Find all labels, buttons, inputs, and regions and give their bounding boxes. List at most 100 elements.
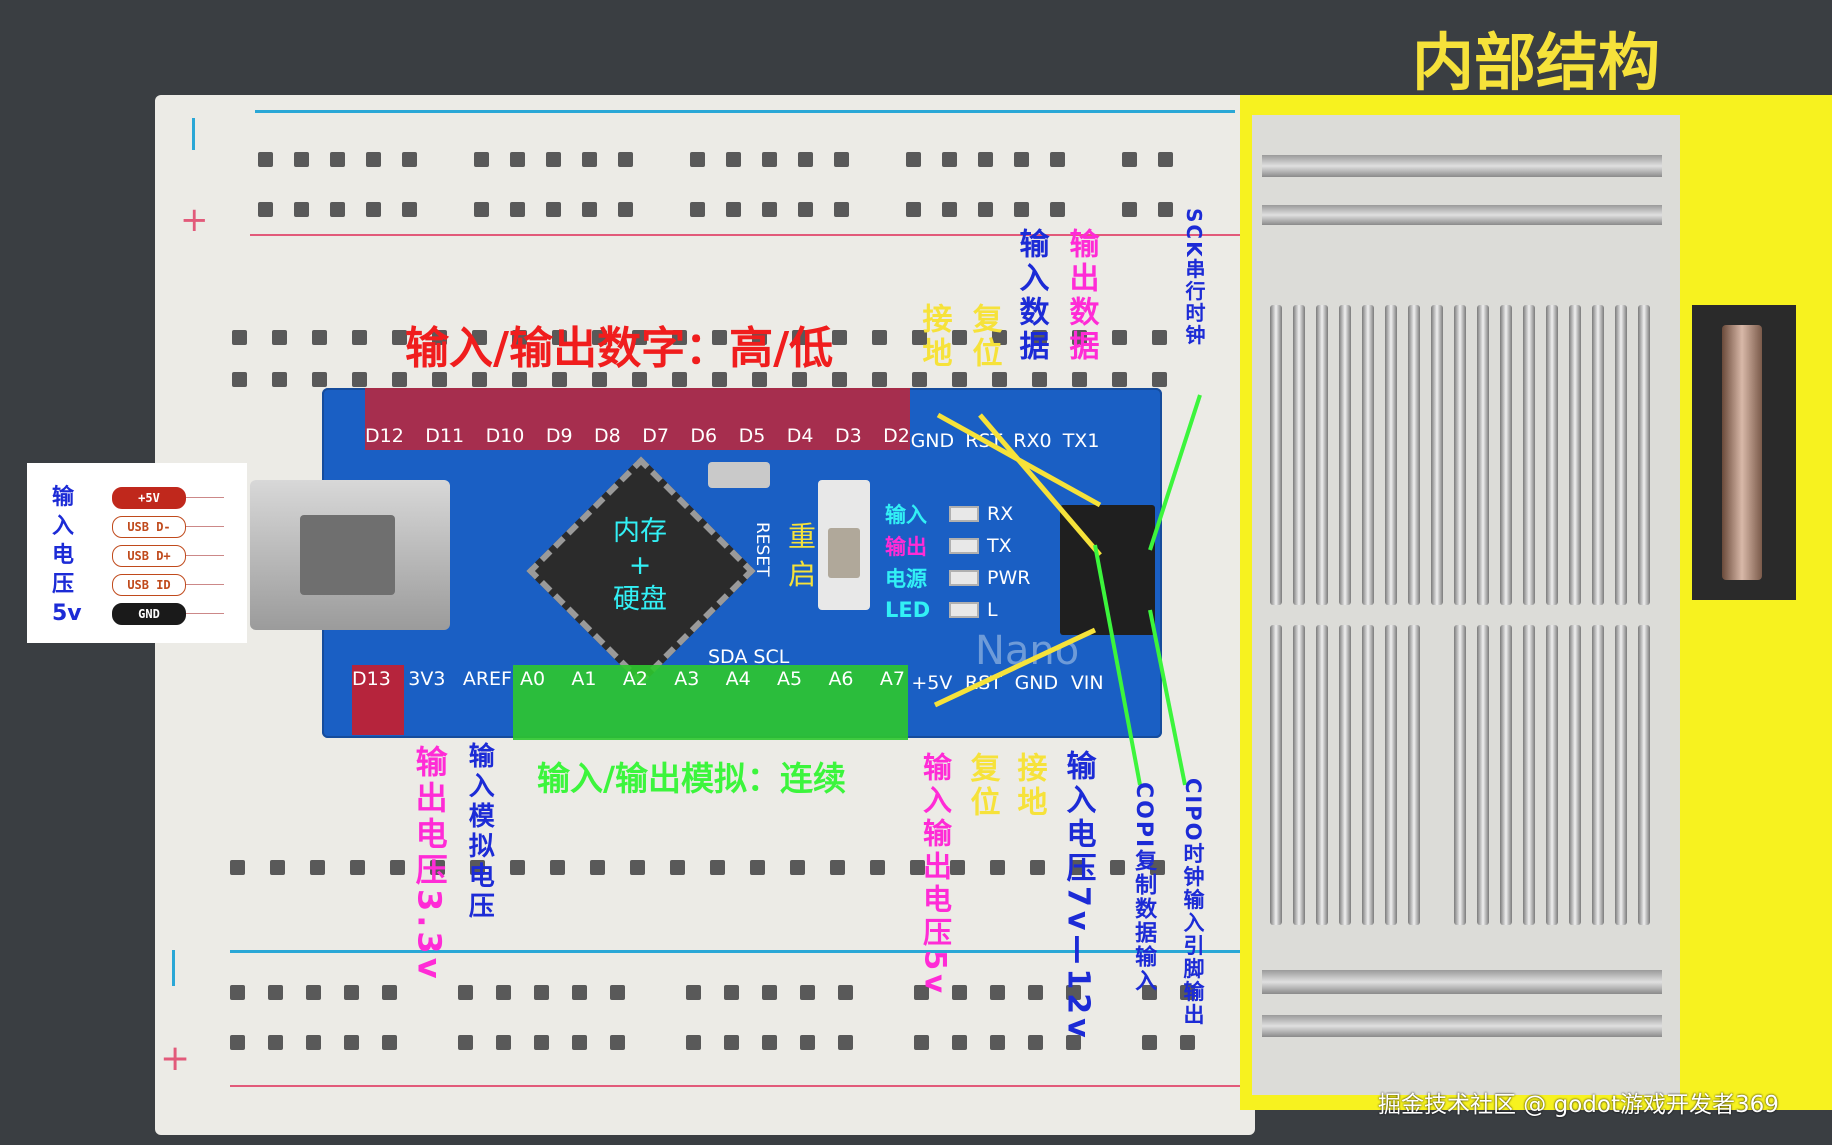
breadboard-hole xyxy=(912,372,927,387)
label-out-3v3: 输出电压3.3v xyxy=(410,745,449,983)
reset-button-label: 重启 xyxy=(788,520,817,591)
metal-strip xyxy=(1592,625,1604,925)
breadboard-hole xyxy=(582,152,597,167)
breadboard-hole xyxy=(832,330,847,345)
breadboard-hole xyxy=(872,330,887,345)
breadboard-hole xyxy=(726,152,741,167)
metal-strip xyxy=(1270,305,1282,605)
breadboard-hole xyxy=(458,1035,473,1050)
label-vin: 输入电压7v—12v xyxy=(1060,750,1096,1042)
breadboard-hole xyxy=(268,1035,283,1050)
breadboard-hole xyxy=(230,860,245,875)
label-tx-data: 输出数据 xyxy=(1063,228,1099,364)
breadboard-hole xyxy=(592,372,607,387)
breadboard-hole xyxy=(572,1035,587,1050)
plus-sign-top: + xyxy=(180,200,209,240)
power-rail-top-blue-line xyxy=(255,110,1235,113)
page-title: 内部结构 xyxy=(1412,26,1661,99)
bottom-left-pin-label-0: D13 xyxy=(352,668,391,690)
breadboard-hole xyxy=(1142,1035,1157,1050)
breadboard-hole xyxy=(306,985,321,1000)
breadboard-hole xyxy=(618,152,633,167)
analog-pin-label-4: A4 xyxy=(725,668,751,690)
breadboard-hole xyxy=(978,202,993,217)
breadboard-hole xyxy=(618,202,633,217)
breadboard-hole xyxy=(312,372,327,387)
breadboard-hole xyxy=(686,1035,701,1050)
power-rail-bottom-red-line xyxy=(230,1085,1240,1087)
label-copi: COPI复制数据输入 xyxy=(1131,782,1157,994)
led-en-label: L xyxy=(987,599,998,621)
usb-pin-row: USB ID xyxy=(112,570,224,599)
breadboard-hole xyxy=(366,152,381,167)
breadboard-hole xyxy=(230,985,245,1000)
top-right-pin-label-2: RX0 xyxy=(1013,430,1052,452)
breadboard-hole xyxy=(750,860,765,875)
metal-strip xyxy=(1293,625,1305,925)
breadboard-hole xyxy=(432,372,447,387)
breadboard-hole xyxy=(952,1035,967,1050)
breadboard-hole xyxy=(510,202,525,217)
label-analog-in: 输入模拟电压 xyxy=(464,742,495,922)
digital-pin-band xyxy=(365,388,910,450)
breadboard-hole xyxy=(402,202,417,217)
breadboard-hole xyxy=(552,330,567,345)
breadboard-hole xyxy=(382,985,397,1000)
breadboard-hole xyxy=(258,152,273,167)
breadboard-hole xyxy=(792,372,807,387)
breadboard-hole xyxy=(344,1035,359,1050)
breadboard-hole xyxy=(352,372,367,387)
breadboard-hole xyxy=(950,860,965,875)
breadboard-hole xyxy=(762,202,777,217)
breadboard-hole xyxy=(512,330,527,345)
breadboard-hole xyxy=(306,1035,321,1050)
breadboard-hole xyxy=(496,1035,511,1050)
breadboard-hole xyxy=(1050,202,1065,217)
breadboard-hole xyxy=(496,985,511,1000)
metal-strip xyxy=(1546,305,1558,605)
led-en-label: RX xyxy=(987,503,1014,525)
breadboard-hole xyxy=(710,860,725,875)
label-rst-bottom: 复位 xyxy=(964,752,1000,820)
metal-strip xyxy=(1569,625,1581,925)
breadboard-hole xyxy=(1072,372,1087,387)
metal-strip xyxy=(1500,625,1512,925)
breadboard-hole xyxy=(430,860,445,875)
breadboard-hole xyxy=(992,372,1007,387)
breadboard-hole xyxy=(942,202,957,217)
breadboard-hole xyxy=(232,372,247,387)
breadboard-hole xyxy=(294,152,309,167)
metal-strip xyxy=(1500,305,1512,605)
breadboard-hole xyxy=(834,202,849,217)
bottom-right-pin-label-2: GND xyxy=(1014,672,1059,694)
breadboard-hole xyxy=(272,330,287,345)
usb-pin-row: +5V xyxy=(112,483,224,512)
bottom-left-pin-label-2: AREF xyxy=(462,668,512,690)
breadboard-hole xyxy=(800,1035,815,1050)
breadboard-hole xyxy=(592,330,607,345)
digital-pin-label-7: D5 xyxy=(738,425,766,447)
label-sck: SCK串行时钟 xyxy=(1182,208,1206,347)
breadboard-hole xyxy=(432,330,447,345)
breadboard-hole xyxy=(632,372,647,387)
digital-pin-label-8: D4 xyxy=(786,425,814,447)
metal-strip xyxy=(1408,625,1420,925)
analog-pin-label-0: A0 xyxy=(520,668,546,690)
metal-strip xyxy=(1385,305,1397,605)
digital-pin-label-6: D6 xyxy=(690,425,718,447)
breadboard-hole xyxy=(1032,372,1047,387)
bottom-right-pin-label-3: VIN xyxy=(1070,672,1104,694)
metal-strip xyxy=(1408,305,1420,605)
breadboard-hole xyxy=(992,330,1007,345)
breadboard-hole xyxy=(726,202,741,217)
analog-pin-label-2: A2 xyxy=(622,668,648,690)
digital-pin-label-2: D10 xyxy=(485,425,525,447)
breadboard-hole xyxy=(392,372,407,387)
breadboard-hole xyxy=(800,985,815,1000)
metal-strip xyxy=(1477,305,1489,605)
top-right-pin-label-0: GND xyxy=(910,430,955,452)
usb-pin-row: GND xyxy=(112,599,224,628)
led-icon xyxy=(949,570,979,586)
